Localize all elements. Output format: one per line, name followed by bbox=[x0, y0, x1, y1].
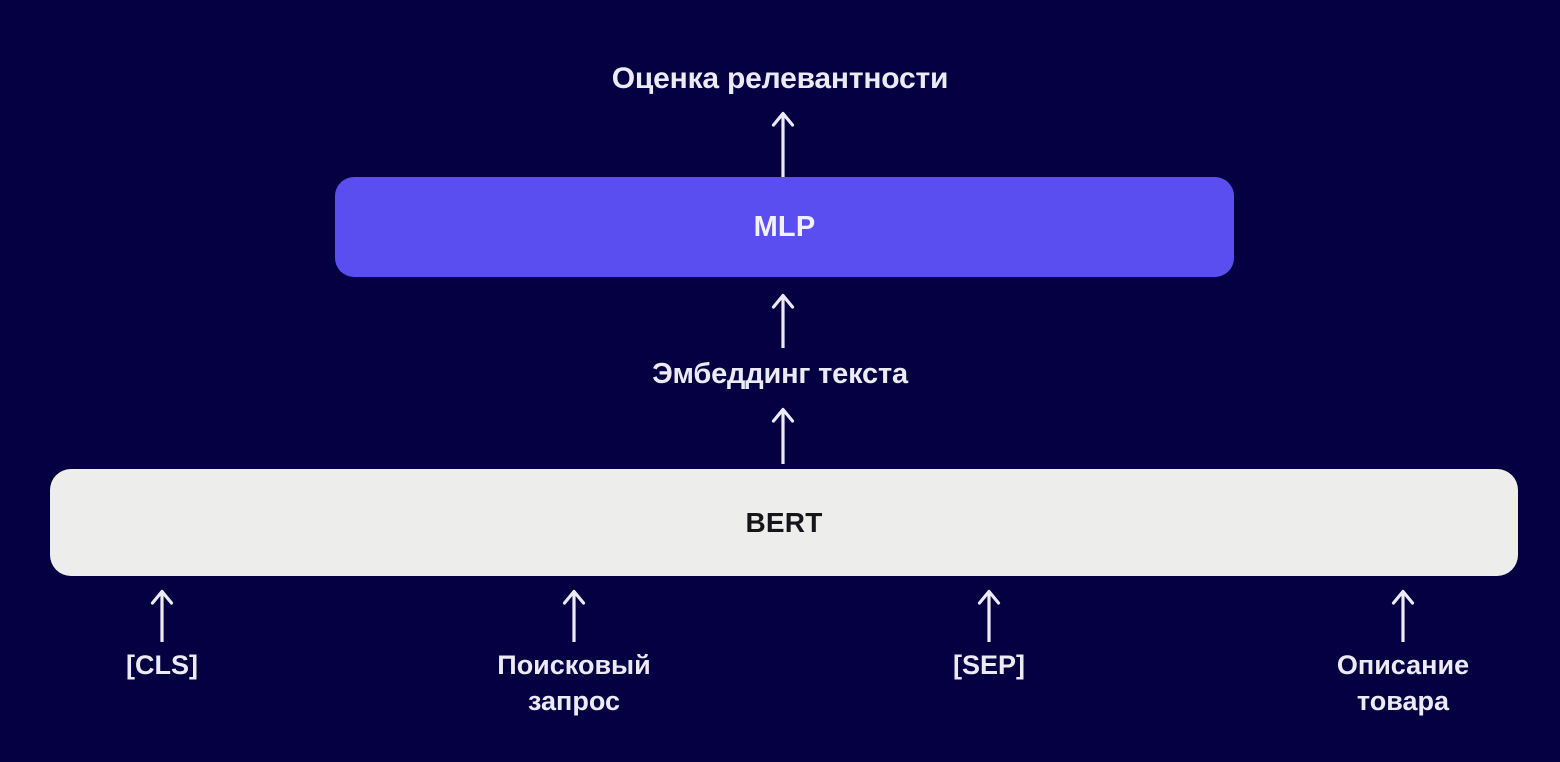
arrow-up-icon-bert-to-embedding bbox=[771, 406, 795, 464]
text-embedding-label: Эмбеддинг текста bbox=[652, 358, 908, 390]
arrow-up-icon-token-1 bbox=[562, 588, 586, 642]
token-label-sep: [SEP] bbox=[952, 650, 1025, 680]
token-label-product-description: Описание товара bbox=[1336, 650, 1470, 716]
bert-label: BERT bbox=[745, 506, 823, 538]
bert-block: BERT bbox=[50, 469, 1518, 576]
arrow-up-icon-mlp-to-output bbox=[771, 110, 795, 178]
arrow-up-icon-token-3 bbox=[1391, 588, 1415, 642]
arrow-up-icon-token-2 bbox=[977, 588, 1001, 642]
relevance-score-label: Оценка релевантности bbox=[611, 62, 949, 95]
mlp-block: MLP bbox=[335, 177, 1234, 277]
mlp-label: MLP bbox=[753, 210, 816, 243]
arrow-up-icon-token-0 bbox=[150, 588, 174, 642]
token-label-cls: [CLS] bbox=[126, 650, 198, 680]
arrow-up-icon-embedding-to-mlp bbox=[771, 292, 795, 348]
token-label-search-query: Поисковый запрос bbox=[497, 650, 651, 716]
